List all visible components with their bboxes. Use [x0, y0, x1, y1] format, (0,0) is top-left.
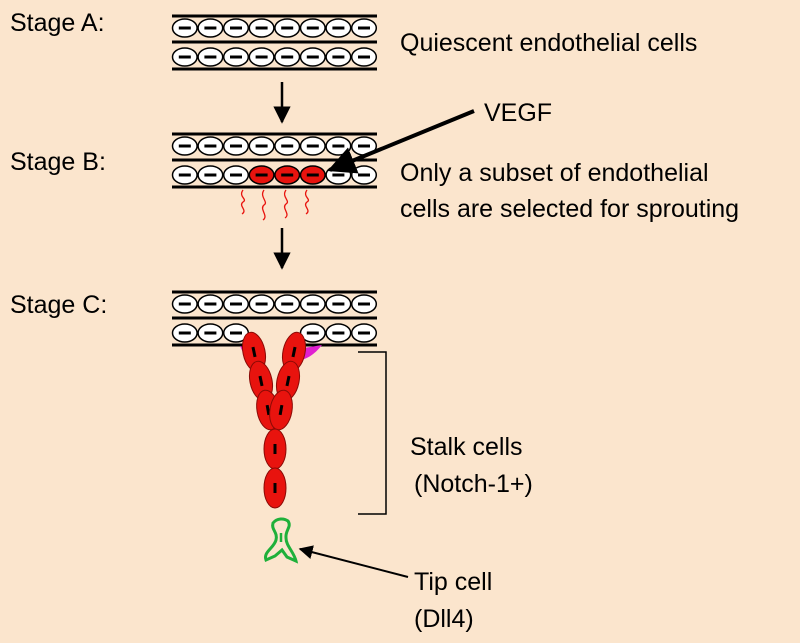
- stalk-cell-group: [263, 428, 287, 470]
- stage-a-vessel: [171, 14, 378, 71]
- filopodium: [304, 189, 310, 215]
- sprout-stalk-cells: [241, 331, 307, 509]
- stage-c-label: Stage C:: [10, 291, 108, 319]
- stalk-cells-label: Stalk cells: [410, 433, 523, 461]
- quiescent-cells-label: Quiescent endothelial cells: [400, 29, 698, 57]
- cell-nucleus: [285, 375, 291, 387]
- dll4-label: (Dll4): [414, 605, 474, 633]
- stage-a-label: Stage A:: [10, 9, 105, 37]
- filopodia: [240, 189, 310, 221]
- filopodium: [283, 189, 289, 219]
- cell-nucleus: [278, 404, 284, 416]
- tip-cell-arrow: [298, 545, 409, 578]
- cell-nucleus: [291, 346, 297, 358]
- cell-nucleus: [251, 346, 257, 358]
- stage-b-vessel: [171, 132, 378, 189]
- vegf-arrow: [327, 109, 475, 174]
- notch1-label: (Notch-1+): [414, 470, 533, 498]
- cell-nucleus: [258, 375, 264, 387]
- filopodium: [261, 189, 267, 221]
- subset-selected-line2: cells are selected for sprouting: [400, 195, 740, 223]
- tip-cell-label: Tip cell: [414, 568, 493, 596]
- stage-c-vessel: [171, 290, 378, 347]
- stalk-cell-group: [263, 467, 287, 509]
- stalk-bracket: [358, 351, 387, 515]
- subset-selected-line1: Only a subset of endothelial: [400, 159, 709, 187]
- vegf-label: VEGF: [484, 99, 553, 127]
- tip-cell: [264, 517, 299, 564]
- cell-nucleus: [265, 404, 271, 416]
- filopodium: [240, 189, 246, 215]
- stage-b-label: Stage B:: [10, 148, 106, 176]
